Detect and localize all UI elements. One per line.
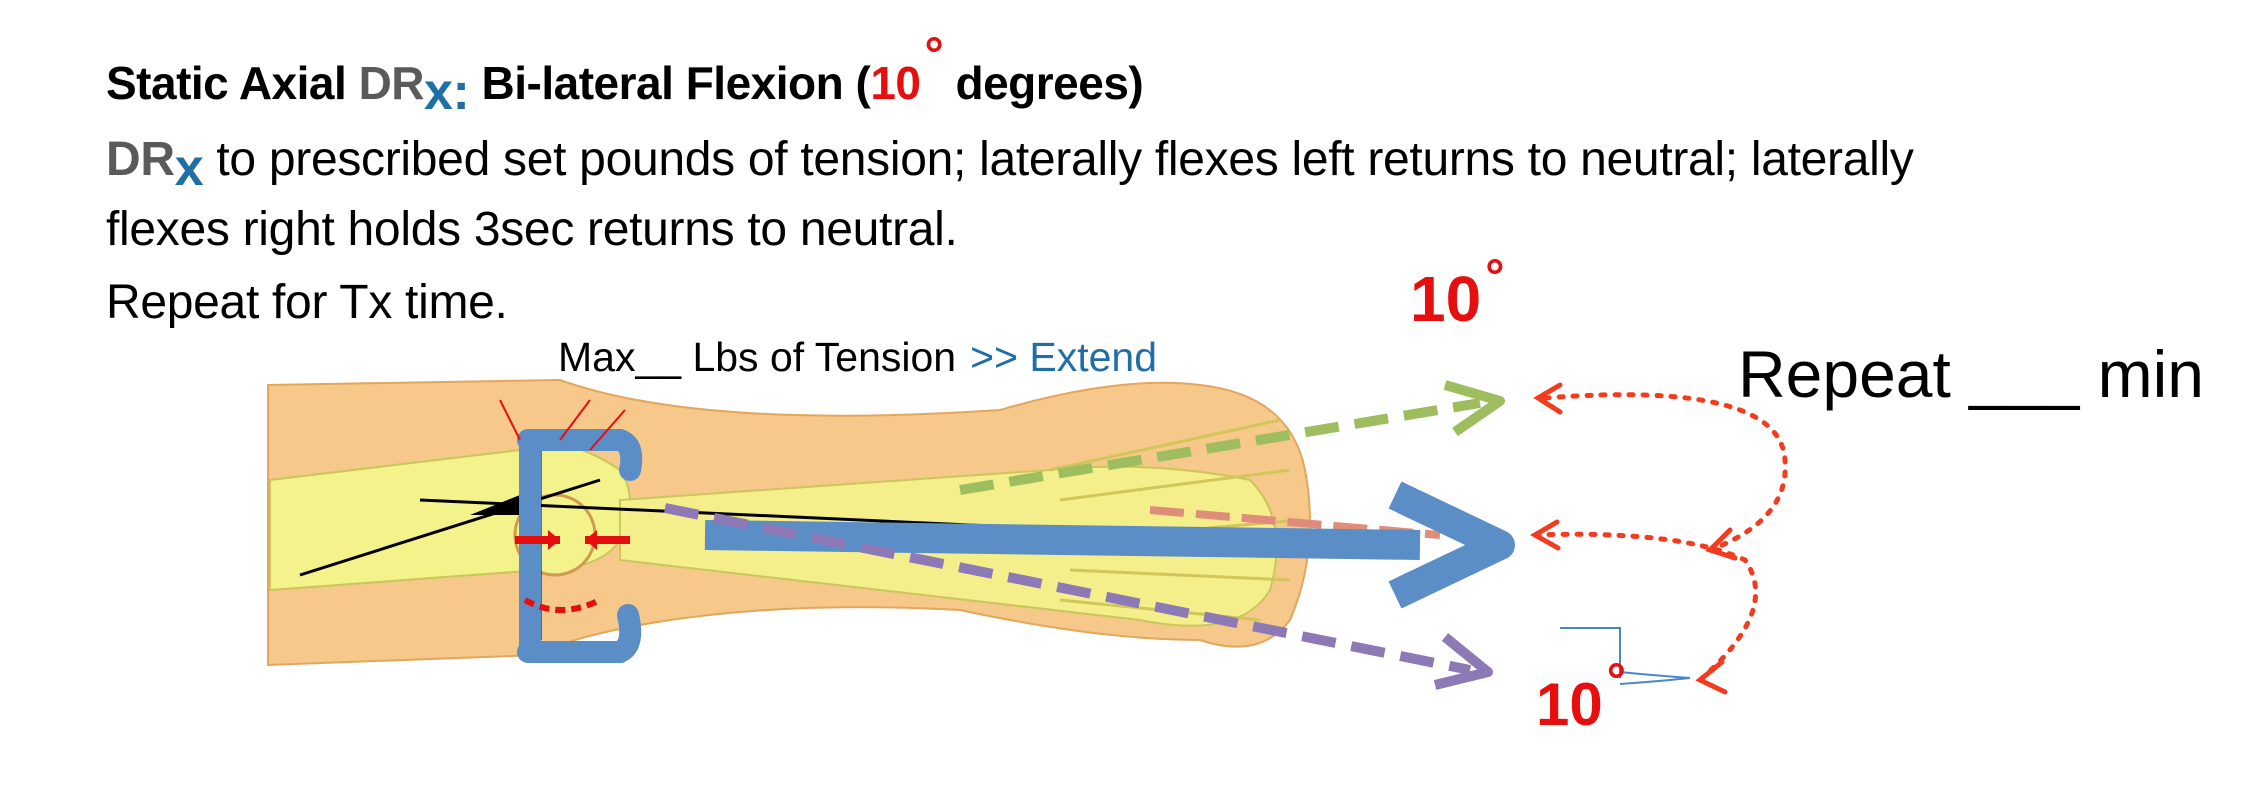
angle-bottom-symbol: ° xyxy=(1606,655,1626,708)
title-dr: DR xyxy=(358,57,425,109)
angle-label-top: 10° xyxy=(1410,251,1504,336)
angle-bottom-value: 10 xyxy=(1536,671,1603,738)
tension-text: Max__ Lbs of Tension xyxy=(558,334,957,380)
title-middle: Bi-lateral Flexion ( xyxy=(469,57,871,109)
title-x: x: xyxy=(424,63,470,121)
instruction-line-1: DRx to prescribed set pounds of tension;… xyxy=(106,128,1914,197)
angle-top-value: 10 xyxy=(1410,263,1482,335)
repeat-label: Repeat ___ min xyxy=(1738,337,2204,411)
title-degree-value: 10 xyxy=(870,57,921,109)
flex-right-arrow-icon xyxy=(664,503,1493,690)
instruction-line-3: Repeat for Tx time. xyxy=(106,276,508,329)
flex-left-arrow-icon xyxy=(959,380,1505,495)
return-arrow-icon xyxy=(1530,382,1788,695)
title-degree-symbol: ° xyxy=(924,29,944,82)
angle-label-bottom: 10° xyxy=(1536,655,1626,739)
instruction-dr: DR xyxy=(106,133,175,186)
harness-icon xyxy=(499,399,643,663)
title-prefix: Static Axial xyxy=(106,57,359,109)
angle-bracket xyxy=(1560,627,1691,685)
axis-line-angled xyxy=(299,478,601,577)
angle-top-symbol: ° xyxy=(1485,251,1505,304)
tension-label: Max__ Lbs of Tension >> Extend xyxy=(558,334,1157,381)
instruction-line-1-text: to prescribed set pounds of tension; lat… xyxy=(203,133,1914,186)
extend-label: >> Extend xyxy=(970,334,1158,380)
diagram-title: Static Axial DRx: Bi-lateral Flexion (10… xyxy=(106,29,1144,121)
instruction-line-2: flexes right holds 3sec returns to neutr… xyxy=(106,203,958,256)
angle-wedge xyxy=(470,495,520,515)
title-suffix: degrees) xyxy=(943,57,1144,109)
instruction-x: x xyxy=(174,139,204,197)
